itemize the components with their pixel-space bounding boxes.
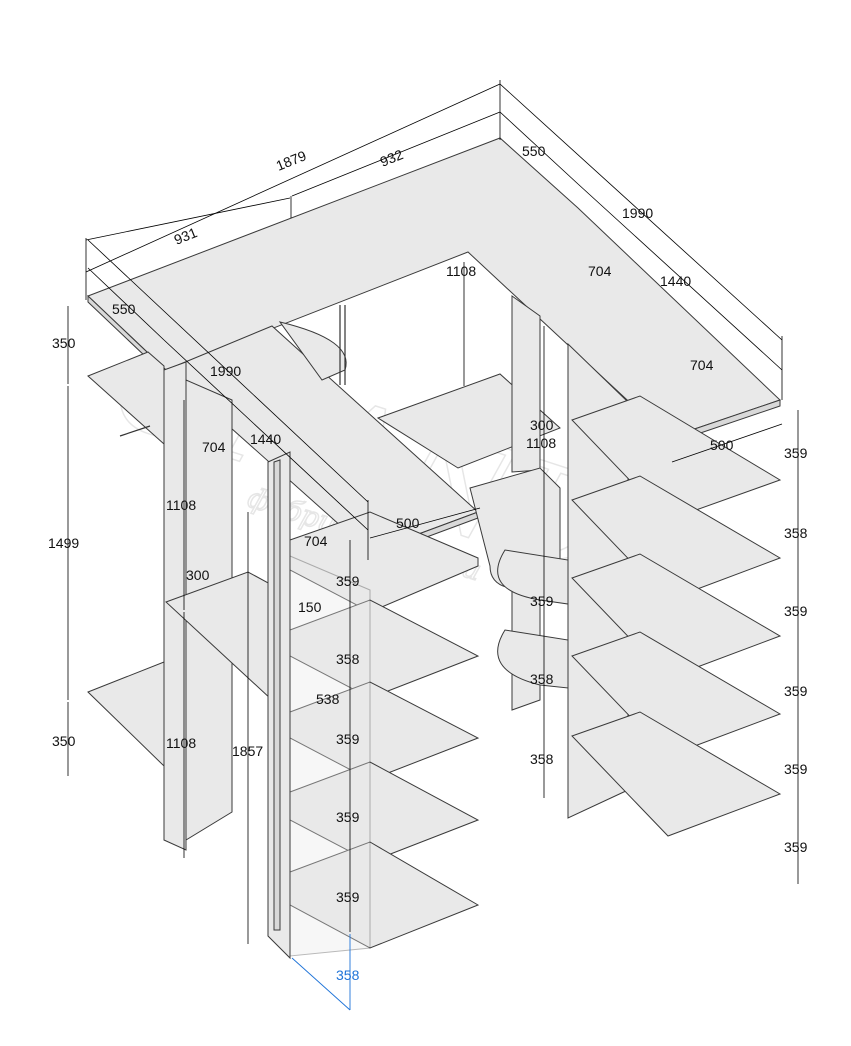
dim-line-right-500 bbox=[671, 423, 783, 463]
label-right-total: 1990 bbox=[622, 205, 653, 221]
left-bottom-shelf bbox=[87, 661, 165, 768]
left-col-shelf-2 bbox=[289, 599, 480, 699]
left-col-shelf-5 bbox=[289, 841, 480, 949]
label-right-depth: 550 bbox=[522, 143, 546, 159]
label-right-inner-1: 359 bbox=[530, 593, 554, 609]
label-left-704-a: 704 bbox=[202, 439, 226, 455]
label-left-shelf-1: 359 bbox=[336, 573, 360, 589]
label-right-outer-2: 358 bbox=[784, 525, 808, 541]
label-inner-538: 538 bbox=[316, 691, 340, 707]
label-right-704-b: 704 bbox=[690, 357, 714, 373]
label-right-outer-4: 359 bbox=[784, 683, 808, 699]
label-left-shelf-4: 359 bbox=[336, 809, 360, 825]
label-left-height-top: 350 bbox=[52, 335, 76, 351]
dim-ext-blue bbox=[291, 957, 351, 1011]
left-column-shelves bbox=[289, 511, 480, 949]
hanging-rail bbox=[119, 425, 151, 437]
left-upper-shelf bbox=[87, 351, 165, 446]
dim-line-left-total bbox=[87, 239, 369, 503]
right-round-shelf-2 bbox=[497, 549, 569, 605]
label-left-total: 1990 bbox=[210, 363, 241, 379]
center-tall-post-face bbox=[273, 459, 281, 931]
label-left-height-bottom: 350 bbox=[52, 733, 76, 749]
dim-line-top-right bbox=[291, 111, 501, 197]
label-right-704-a: 704 bbox=[588, 263, 612, 279]
label-inner-1108-left: 1108 bbox=[166, 497, 196, 513]
dim-line-left-1440 bbox=[163, 339, 369, 531]
label-inner-300-left: 300 bbox=[186, 567, 210, 583]
left-col-shelf-1 bbox=[289, 511, 479, 613]
label-right-inner-2: 358 bbox=[530, 671, 554, 687]
label-top-left: 931 bbox=[172, 224, 200, 248]
dimension-labels: 1879 931 932 550 1990 1440 704 704 500 5… bbox=[48, 143, 808, 983]
dim-line-right-total bbox=[499, 83, 783, 341]
label-inner-300-right: 300 bbox=[530, 417, 554, 433]
label-left-shelf-3: 359 bbox=[336, 731, 360, 747]
label-left-shelf-6: 358 bbox=[336, 967, 360, 983]
label-top-right: 932 bbox=[378, 146, 406, 170]
right-column-shelves bbox=[571, 395, 782, 837]
dim-line-right-1440 bbox=[577, 183, 783, 371]
label-right-outer-1: 359 bbox=[784, 445, 808, 461]
label-left-height-mid: 1499 bbox=[48, 535, 79, 551]
label-top-total: 1879 bbox=[274, 147, 309, 174]
label-left-500: 500 bbox=[396, 515, 420, 531]
dim-line-right-550 bbox=[499, 111, 579, 185]
dimension-lines bbox=[67, 80, 799, 1011]
label-left-704-b: 704 bbox=[304, 533, 328, 549]
label-inner-1108-lower: 1108 bbox=[166, 735, 196, 751]
dim-line-left-550 bbox=[87, 267, 165, 341]
label-inner-1857: 1857 bbox=[232, 743, 263, 759]
label-inner-1108-center: 1108 bbox=[526, 435, 556, 451]
label-left-shelf-5: 359 bbox=[336, 889, 360, 905]
label-inner-150: 150 bbox=[298, 599, 322, 615]
right-round-shelf-3 bbox=[497, 629, 569, 689]
label-right-500: 500 bbox=[710, 437, 734, 453]
dim-line-top-total bbox=[85, 83, 501, 273]
left-col-shelf-3 bbox=[289, 681, 480, 781]
label-left-1440: 1440 bbox=[250, 431, 281, 447]
label-left-depth: 550 bbox=[112, 301, 136, 317]
label-right-outer-3: 359 bbox=[784, 603, 808, 619]
label-right-1440: 1440 bbox=[660, 273, 691, 289]
label-right-outer-5: 359 bbox=[784, 761, 808, 777]
label-inner-1108-top: 1108 bbox=[446, 263, 476, 279]
label-left-shelf-2: 358 bbox=[336, 651, 360, 667]
label-right-inner-3: 358 bbox=[530, 751, 554, 767]
left-col-shelf-4 bbox=[289, 761, 480, 863]
dim-line-top-left bbox=[85, 197, 291, 241]
label-right-outer-6: 359 bbox=[784, 839, 808, 855]
dim-line-left-500 bbox=[369, 507, 481, 539]
right-col-shelf-5 bbox=[571, 711, 782, 837]
